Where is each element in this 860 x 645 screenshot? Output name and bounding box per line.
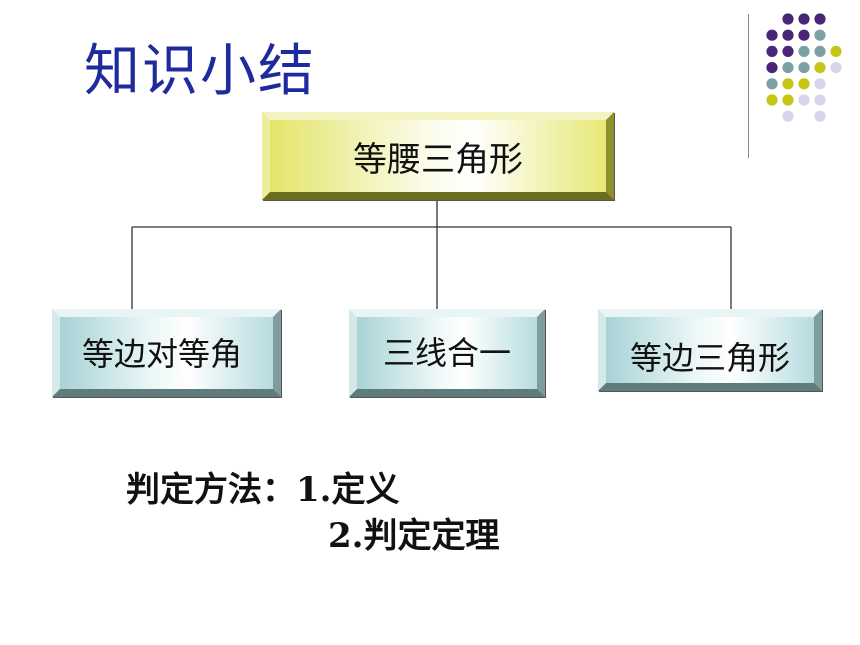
- diagram-child-label-2: 三线合一: [382, 334, 511, 372]
- method-item-1: 1.定义: [296, 470, 400, 510]
- decorative-dot: [766, 94, 778, 106]
- decorative-dot: [782, 45, 794, 58]
- diagram-child-label-3: 等边三角形: [629, 339, 790, 377]
- decorative-dot: [782, 13, 794, 25]
- diagram-child-node-3: 等边三角形: [598, 309, 822, 391]
- decorative-dot: [830, 62, 842, 74]
- decorative-dot: [782, 62, 794, 74]
- decorative-dot: [782, 110, 794, 122]
- decorative-dot: [798, 94, 810, 106]
- decorative-dot: [814, 29, 826, 41]
- decorative-dot: [798, 29, 810, 41]
- diagram-root-node: 等腰三角形: [262, 112, 614, 200]
- diagram-root-label: 等腰三角形: [353, 139, 523, 180]
- decorative-dot: [798, 13, 810, 25]
- decorative-dot: [814, 110, 826, 122]
- decorative-dot: [814, 62, 826, 74]
- diagram-child-node-1: 等边对等角: [52, 309, 281, 397]
- method-item-2: 2.判定定理: [328, 516, 500, 556]
- decorative-dot: [798, 62, 810, 74]
- decorative-divider-line: [748, 14, 749, 158]
- methods-prefix: 判定方法：: [126, 470, 296, 510]
- diagram-child-node-2: 三线合一: [349, 309, 545, 397]
- decorative-dot: [766, 78, 778, 90]
- decorative-dot: [782, 78, 794, 90]
- decorative-dot: [814, 78, 826, 90]
- decorative-dot: [782, 29, 794, 41]
- decorative-dot: [814, 45, 826, 58]
- decorative-dot: [782, 94, 794, 106]
- decorative-dot: [766, 29, 778, 41]
- decorative-dot: [814, 13, 826, 25]
- decorative-dot: [798, 78, 810, 90]
- methods-line-1: 判定方法：1.定义: [126, 462, 400, 511]
- decorative-dot: [766, 62, 778, 74]
- decorative-dot-grid: [766, 13, 842, 122]
- decorative-dot: [766, 45, 778, 58]
- decorative-dot: [798, 45, 810, 58]
- diagram-child-label-1: 等边对等角: [82, 335, 243, 373]
- slide-title: 知识小结: [84, 39, 316, 104]
- decorative-dot: [830, 45, 842, 58]
- decorative-dot: [814, 94, 826, 106]
